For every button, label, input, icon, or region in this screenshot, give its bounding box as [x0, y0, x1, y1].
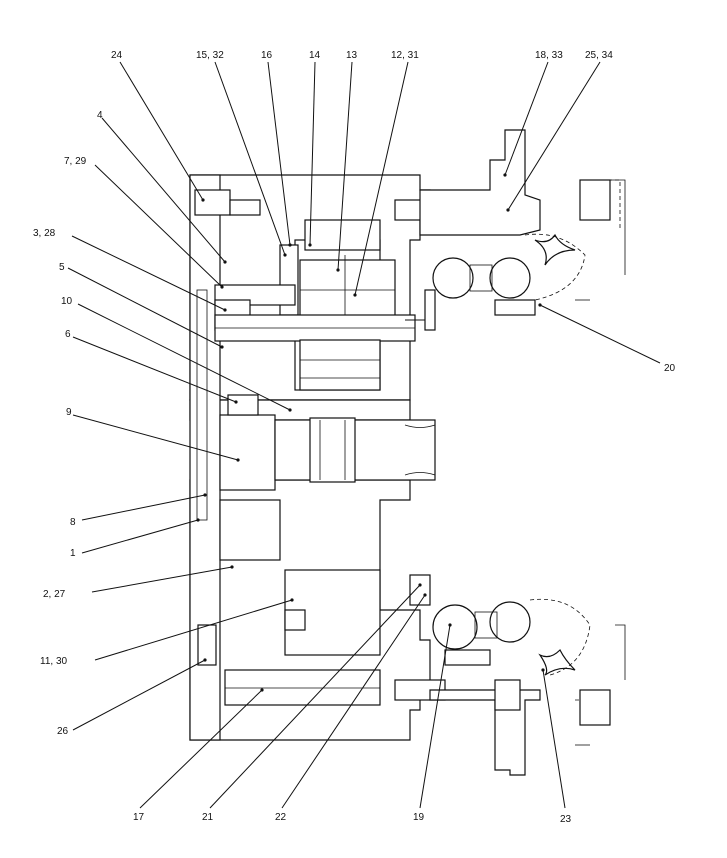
- callout-11-30: 11, 30: [40, 656, 67, 667]
- callout-4: 4: [97, 110, 103, 121]
- callout-8: 8: [70, 517, 76, 528]
- callout-20: 20: [664, 363, 676, 374]
- callout-5: 5: [59, 262, 65, 273]
- callout-23: 23: [560, 814, 572, 825]
- callout-22: 22: [275, 812, 287, 823]
- callout-labels: 24 15, 32 16 14 13 12, 31 18, 33 25, 34 …: [33, 50, 676, 825]
- callout-7-29: 7, 29: [64, 156, 87, 167]
- callout-26: 26: [57, 726, 69, 737]
- housing-drawing: [189, 129, 626, 776]
- callout-15-32: 15, 32: [196, 50, 224, 61]
- callout-18-33: 18, 33: [535, 50, 563, 61]
- callout-2-27: 2, 27: [43, 589, 66, 600]
- callout-24: 24: [111, 50, 123, 61]
- callout-1: 1: [70, 548, 76, 559]
- callout-14: 14: [309, 50, 321, 61]
- callout-10: 10: [61, 296, 73, 307]
- callout-6: 6: [65, 329, 71, 340]
- callout-3-28: 3, 28: [33, 228, 56, 239]
- callout-25-34: 25, 34: [585, 50, 613, 61]
- leader-lines: [67, 61, 661, 809]
- callout-21: 21: [202, 812, 214, 823]
- callout-12-31: 12, 31: [391, 50, 419, 61]
- callout-19: 19: [413, 812, 425, 823]
- callout-17: 17: [133, 812, 145, 823]
- callout-9: 9: [66, 407, 72, 418]
- callout-13: 13: [346, 50, 358, 61]
- leader-dots: [196, 173, 545, 692]
- callout-16: 16: [261, 50, 273, 61]
